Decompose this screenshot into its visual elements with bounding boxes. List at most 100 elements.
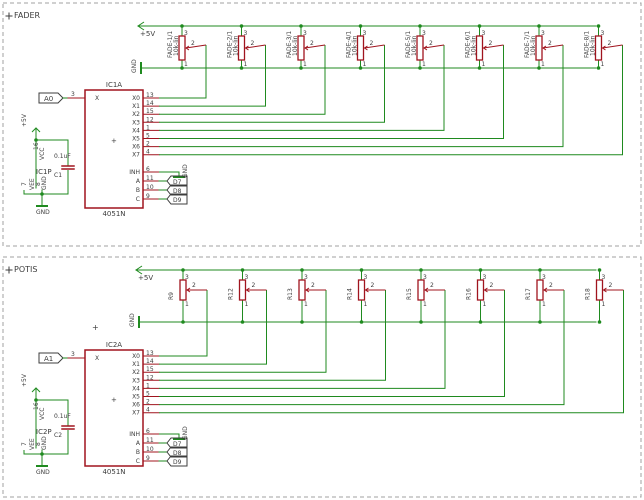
cap-name: C1	[54, 172, 62, 179]
ic-output-label: X7	[132, 152, 140, 159]
address-net-label	[166, 193, 188, 205]
pot-wiper-arrow	[601, 45, 606, 51]
vee-pin-label: VEE	[29, 178, 36, 190]
mux-output-wire	[159, 290, 505, 397]
pot-body	[417, 279, 425, 301]
ic-output-pin-number: 13	[146, 350, 154, 357]
supply-junction	[239, 24, 244, 28]
supply-junction	[596, 24, 601, 28]
inhibit-ground-wire	[159, 171, 180, 177]
pot-pin-label: 3	[601, 30, 605, 37]
pot-wiper-arrow	[424, 287, 429, 293]
gnd-pin-label: GND	[41, 436, 48, 450]
ic-output-label: X0	[132, 353, 140, 360]
input-net-label-text: A1	[44, 355, 53, 363]
power-ground-label: GND	[36, 209, 50, 216]
pot-pin-label: 2	[370, 40, 374, 47]
ic-input-pin: X	[95, 95, 99, 102]
ic-address-pin-number: 9	[146, 193, 150, 200]
ic-output-label: X0	[132, 95, 140, 102]
power-ground-wire	[23, 430, 69, 455]
ic-part: 4051N	[102, 468, 125, 476]
pot-pin-label: 1	[482, 61, 486, 68]
mux-output-wire	[159, 290, 386, 381]
pot-pin-label: 2	[549, 282, 553, 289]
supply-junction	[538, 268, 542, 272]
vee-pin-number: 7	[21, 442, 28, 446]
pot-pin-label: 3	[363, 30, 367, 37]
pot-pin-label: 1	[601, 61, 605, 68]
supply-junction	[537, 24, 541, 28]
supply-label: +5V	[140, 30, 155, 38]
power-ground-label: GND	[36, 469, 50, 476]
pot-pin-label: 2	[310, 40, 314, 47]
supply-junction	[181, 268, 185, 272]
supply-junction	[478, 268, 483, 272]
pot-pin-label: 1	[422, 61, 426, 68]
mux-output-wire	[159, 290, 565, 406]
ic-address-pin-number: 9	[146, 455, 150, 462]
vcc-pin-label: VCC	[39, 408, 46, 420]
ground-junction	[358, 66, 363, 70]
mux-output-wire	[159, 45, 564, 148]
section-frame	[2, 256, 642, 498]
pot-body	[297, 35, 305, 61]
mux-output-wire	[159, 45, 385, 123]
pot-pin-label: 3	[185, 274, 189, 281]
ic-output-pin-number: 2	[146, 399, 150, 406]
supply-junction	[418, 24, 422, 28]
pot-pin-label: 3	[422, 30, 426, 37]
ic-input-pin-number: 3	[71, 351, 75, 358]
pot-pin-label: 2	[430, 282, 434, 289]
pot-wiper-arrow	[483, 287, 488, 293]
pot-pin-label: 3	[244, 30, 248, 37]
ground-label: GND	[129, 313, 136, 327]
ic-output-label: X5	[132, 136, 140, 143]
pot-value: 10k-lin	[292, 35, 299, 56]
mux-output-wire	[159, 290, 267, 365]
ic-body	[84, 89, 144, 209]
ground-junction	[359, 320, 364, 324]
ic-output-pin-number: 1	[146, 382, 150, 389]
pot-pin-label: 1	[244, 61, 248, 68]
pot-body	[475, 35, 484, 61]
pot-name: R9	[168, 292, 175, 300]
ground-junction	[239, 66, 244, 70]
ic-output-pin-number: 15	[146, 366, 154, 373]
ic-address-label: INH	[129, 431, 140, 438]
gnd-pin-number: 8	[35, 442, 42, 446]
ic-part: 4051N	[102, 210, 125, 218]
pot-pin-label: 2	[490, 282, 494, 289]
pot-pin-label: 1	[423, 301, 427, 308]
ground-junction	[299, 66, 303, 70]
pot-wiper	[542, 44, 564, 49]
ic-output-label: X1	[132, 361, 140, 368]
pot-pin-label: 2	[191, 40, 195, 47]
pot-wiper-arrow	[602, 287, 607, 293]
ic-output-pin-number: 5	[146, 133, 150, 140]
pot-name: R16	[466, 288, 473, 300]
cap-value: 0.1uF	[54, 413, 71, 420]
pot-name: FADE-2/1	[227, 31, 234, 58]
ic-address-label: C	[136, 196, 140, 203]
pot-wiper-arrow	[185, 45, 190, 51]
ic-output-pin-number: 4	[146, 407, 150, 414]
vcc-pin-number: 16	[33, 142, 40, 150]
pot-value: 10k-lin	[411, 35, 418, 56]
pot-wiper	[304, 44, 326, 49]
ic-address-label: A	[136, 440, 141, 447]
ic-output-label: X2	[132, 369, 140, 376]
mux-output-wire	[159, 45, 445, 131]
supply-junction	[359, 268, 364, 272]
ground-junction	[596, 66, 601, 70]
ic-output-pin-number: 14	[146, 100, 154, 107]
pot-pin-label: 2	[192, 282, 196, 289]
pot-body	[535, 35, 543, 61]
ic-output-pin-number: 4	[146, 149, 150, 156]
pot-wiper	[364, 44, 385, 49]
ic-input-pin: X	[95, 355, 99, 362]
pot-value: 10k-lin	[530, 35, 537, 56]
power-ic-ref: IC2P	[36, 428, 52, 436]
pot-body	[356, 35, 365, 61]
pot-value: 10k-lin	[471, 35, 478, 56]
